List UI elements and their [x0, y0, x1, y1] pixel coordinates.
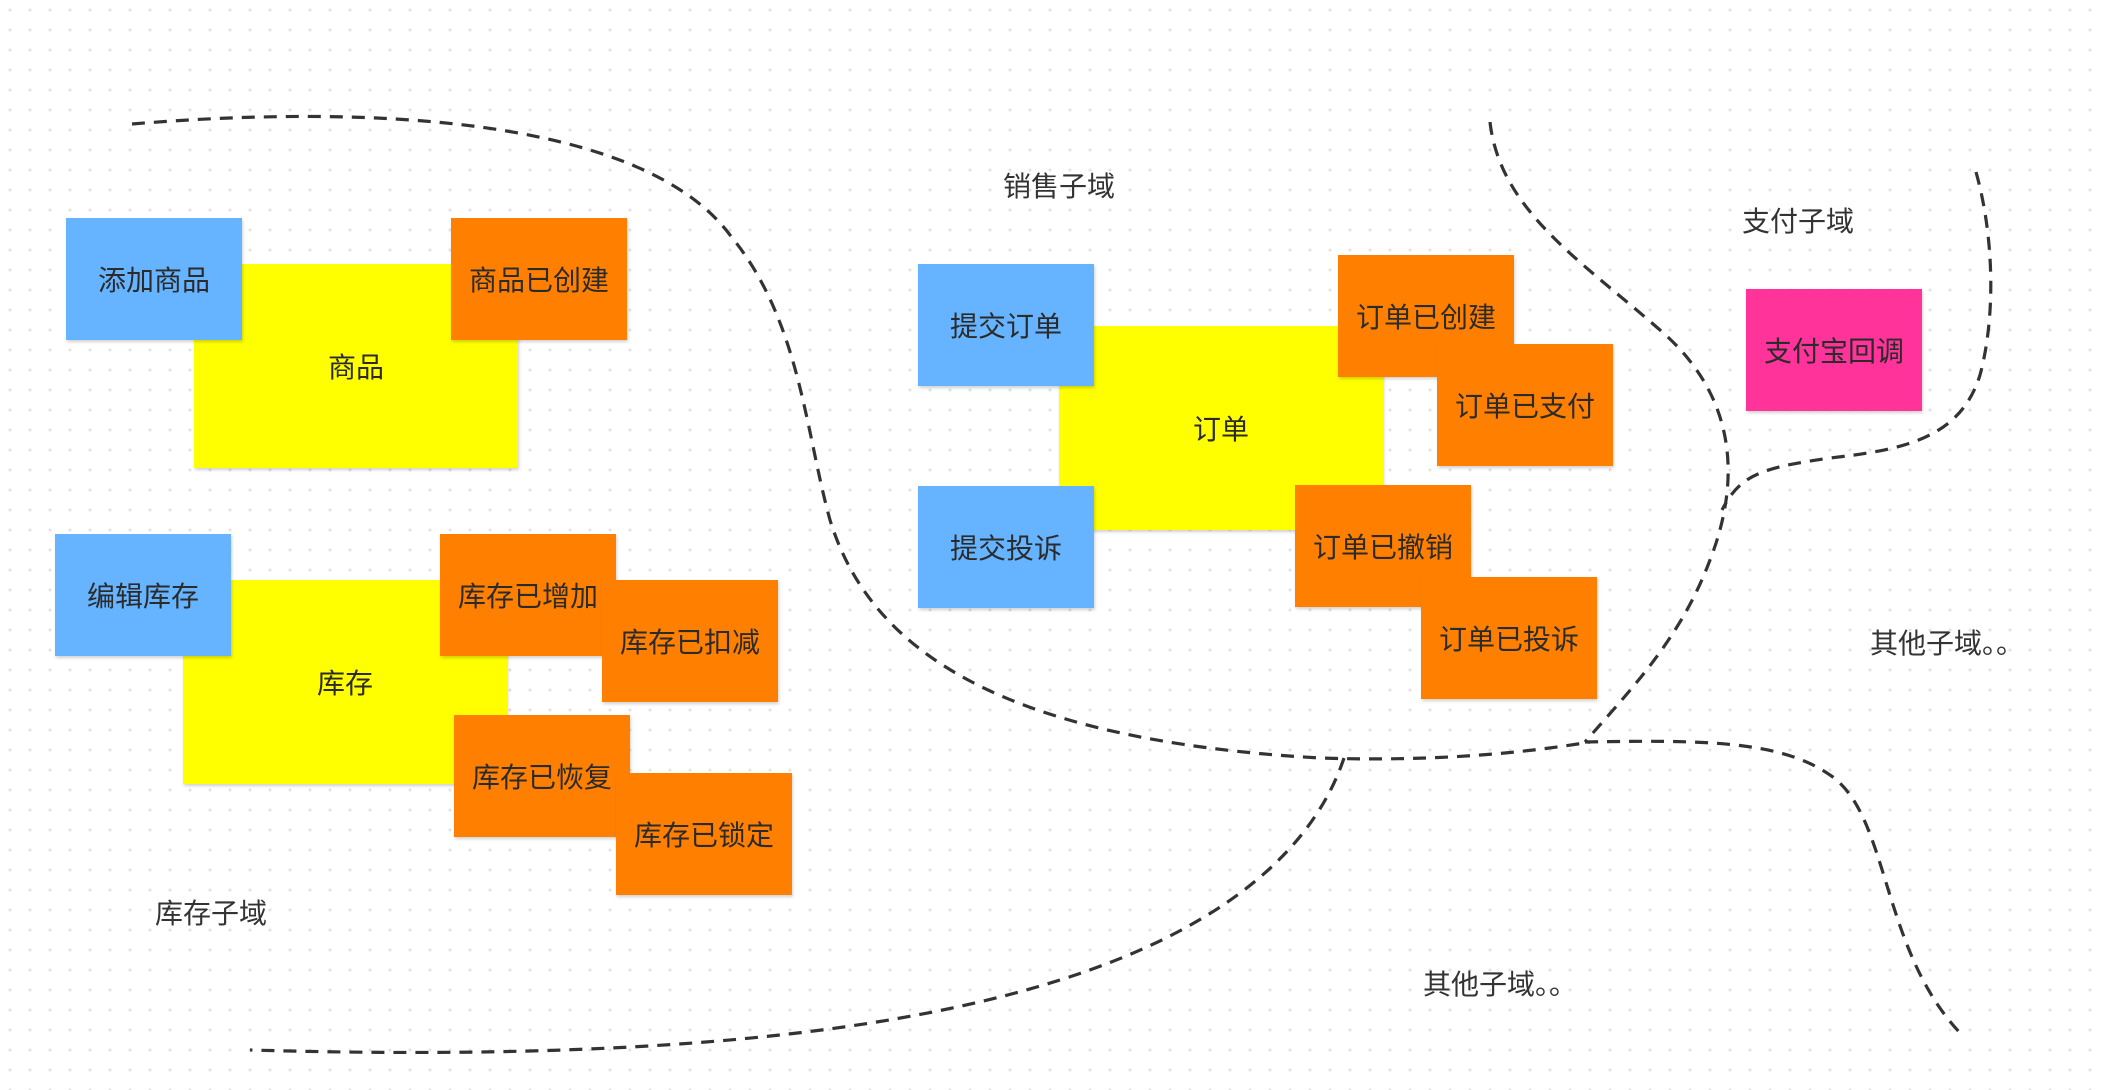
- other-right-boundary[interactable]: [1584, 739, 1964, 1037]
- add-product-command[interactable]: 添加商品: [66, 218, 242, 340]
- inventory-locked-event[interactable]: 库存已锁定: [616, 773, 792, 895]
- other-subdomain-label-right: 其他子域。。: [1870, 627, 2025, 660]
- inventory-deducted-event[interactable]: 库存已扣减: [602, 580, 778, 702]
- order-paid-event[interactable]: 订单已支付: [1437, 344, 1613, 466]
- alipay-callback-policy[interactable]: 支付宝回调: [1746, 289, 1922, 411]
- submit-complaint-command[interactable]: 提交投诉: [918, 486, 1094, 608]
- payment-other-boundary[interactable]: [1720, 171, 1993, 511]
- submit-order-command[interactable]: 提交订单: [918, 264, 1094, 386]
- order-cancelled-event[interactable]: 订单已撤销: [1295, 485, 1471, 607]
- product-created-event[interactable]: 商品已创建: [451, 218, 627, 340]
- sales-subdomain-label: 销售子域: [1003, 170, 1116, 203]
- edit-inventory-command[interactable]: 编辑库存: [55, 534, 231, 656]
- inventory-increased-event[interactable]: 库存已增加: [440, 534, 616, 656]
- inventory-other-boundary[interactable]: [249, 757, 1346, 1055]
- sales-payment-boundary[interactable]: [1488, 121, 1730, 744]
- inventory-sales-boundary[interactable]: [131, 114, 1591, 761]
- payment-subdomain-label: 支付子域: [1742, 205, 1855, 238]
- inventory-subdomain-label: 库存子域: [155, 897, 268, 930]
- order-complained-event[interactable]: 订单已投诉: [1421, 577, 1597, 699]
- other-subdomain-label-bottom: 其他子域。。: [1423, 968, 1578, 1001]
- inventory-restored-event[interactable]: 库存已恢复: [454, 715, 630, 837]
